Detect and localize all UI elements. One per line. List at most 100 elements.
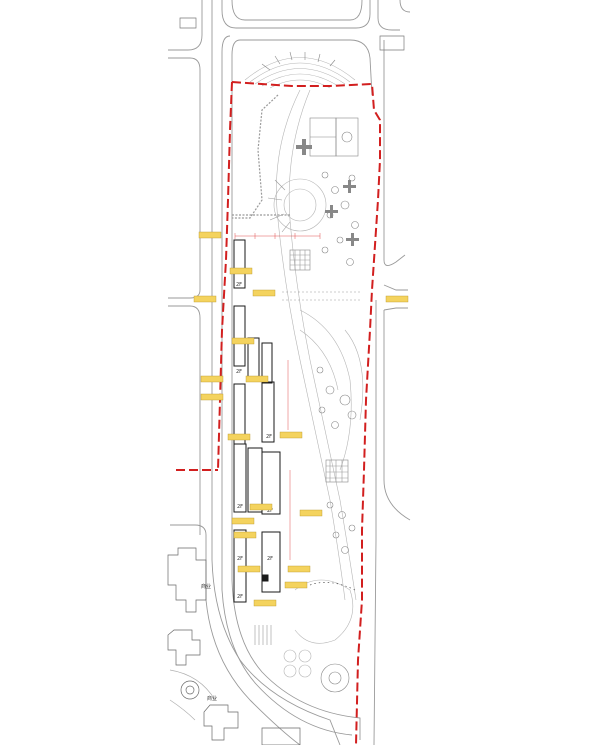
floor-label-7: 2F [237, 556, 243, 562]
spiral-plaza-outer [273, 178, 327, 232]
tree [336, 236, 344, 244]
site-boundary-west [217, 81, 233, 471]
amphitheatre-arc-4 [261, 73, 339, 87]
floor-label-4: 2F [237, 504, 243, 510]
elevation-tag [252, 289, 276, 297]
road-site-ring-outer [221, 35, 353, 736]
cross-markers [296, 139, 359, 246]
road-network [168, 0, 411, 745]
corner-block-top-left [179, 17, 197, 29]
lower-park-curves [299, 309, 364, 471]
neighbour-building-outline-3 [203, 704, 239, 741]
road-right-west-edge-3 [383, 284, 408, 291]
road-left-west-edge-2 [168, 57, 201, 299]
elevation-tag [231, 517, 255, 525]
tree [325, 385, 335, 395]
tree [340, 200, 350, 210]
road-right-west-edge-4 [383, 307, 408, 311]
elevation-tag [284, 581, 308, 589]
building-block-9 [261, 451, 281, 515]
building-block-1 [233, 239, 246, 289]
basketball-court [335, 117, 359, 157]
bottom-planter-2 [298, 649, 312, 663]
neighbour-building-outline-2 [167, 629, 201, 666]
elevation-tag [231, 337, 255, 345]
amphitheatre-seats [261, 51, 336, 71]
road-right-corner [399, 0, 411, 13]
bottom-fan-arc [294, 579, 354, 644]
amphitheatre-arc-1 [244, 57, 356, 81]
road-right-west-edge-2 [383, 40, 406, 266]
neighbour-roundabout-inner [185, 685, 195, 695]
elevation-tag [229, 267, 253, 275]
bottom-planter-3 [283, 664, 297, 678]
stair-hatch [254, 625, 272, 645]
building-block-6 [261, 381, 275, 443]
spiral-plaza-steps [267, 179, 291, 233]
elevation-tag [200, 393, 224, 401]
tree [321, 171, 329, 179]
floor-label-2: 2F [236, 369, 242, 375]
elevation-tag [385, 295, 409, 303]
floor-label-6: 2F [267, 508, 273, 514]
neighbour-buildings [167, 547, 301, 745]
corner-block-top-right [379, 35, 405, 51]
floor-label-9: 2F [237, 594, 243, 600]
road-left-west-edge-3 [168, 305, 201, 535]
road-left-east-edge-2 [221, 0, 371, 29]
elevation-tag [200, 375, 224, 383]
building-block-12 [261, 574, 269, 582]
tree [348, 174, 356, 182]
corner-blocks [179, 17, 405, 51]
tree [331, 186, 339, 194]
tree [339, 394, 351, 406]
elevation-tag [249, 503, 273, 511]
central-walkway [276, 89, 346, 601]
elevation-tag [279, 431, 303, 439]
building-block-11 [261, 531, 281, 593]
bottom-feature-circle [320, 663, 350, 693]
tree [331, 421, 339, 429]
building-label-1: 商业 [201, 583, 211, 590]
tree [338, 511, 346, 519]
amphitheatre-arc-2 [249, 62, 351, 83]
road-right-west-edge [377, 0, 400, 31]
buildings [233, 239, 281, 603]
central-walkway-2 [288, 89, 357, 601]
road-site-top [240, 39, 373, 96]
floor-label-8: 2F [267, 556, 273, 562]
grid-plaza-lines [290, 250, 310, 270]
elevation-tag [198, 231, 222, 239]
tree [326, 501, 334, 509]
tree [332, 531, 340, 539]
neighbour-building-outline-4 [261, 727, 301, 745]
building-block-7 [233, 443, 247, 513]
bottom-planter-4 [298, 664, 312, 678]
road-top-crossing [231, 0, 363, 21]
tree [351, 221, 359, 229]
elevation-tag [245, 375, 269, 383]
elevation-tag [193, 295, 217, 303]
elevation-tags [193, 231, 409, 607]
tree [346, 258, 354, 266]
cross-marker [343, 180, 356, 193]
building-block-8 [247, 447, 263, 513]
elevation-tag [233, 531, 257, 539]
bottom-feature-circle-inner [328, 671, 342, 685]
dimension-lines [234, 233, 321, 560]
cross-marker [346, 233, 359, 246]
road-lower-left-curve [170, 524, 301, 745]
floor-label-3: 2F [266, 434, 272, 440]
tree-clusters [316, 171, 359, 554]
tree [341, 546, 349, 554]
elevation-tag [227, 433, 251, 441]
neighbour-roundabout [180, 680, 200, 700]
spiral-plaza-inner [283, 188, 317, 222]
road-left-west-edge [168, 0, 203, 51]
road-right-main [383, 310, 411, 521]
amphitheatre-arc-3 [254, 68, 346, 85]
neighbour-building-outline-1 [167, 547, 207, 613]
parking-row-1 [282, 291, 360, 301]
north-building-wall [232, 94, 279, 219]
